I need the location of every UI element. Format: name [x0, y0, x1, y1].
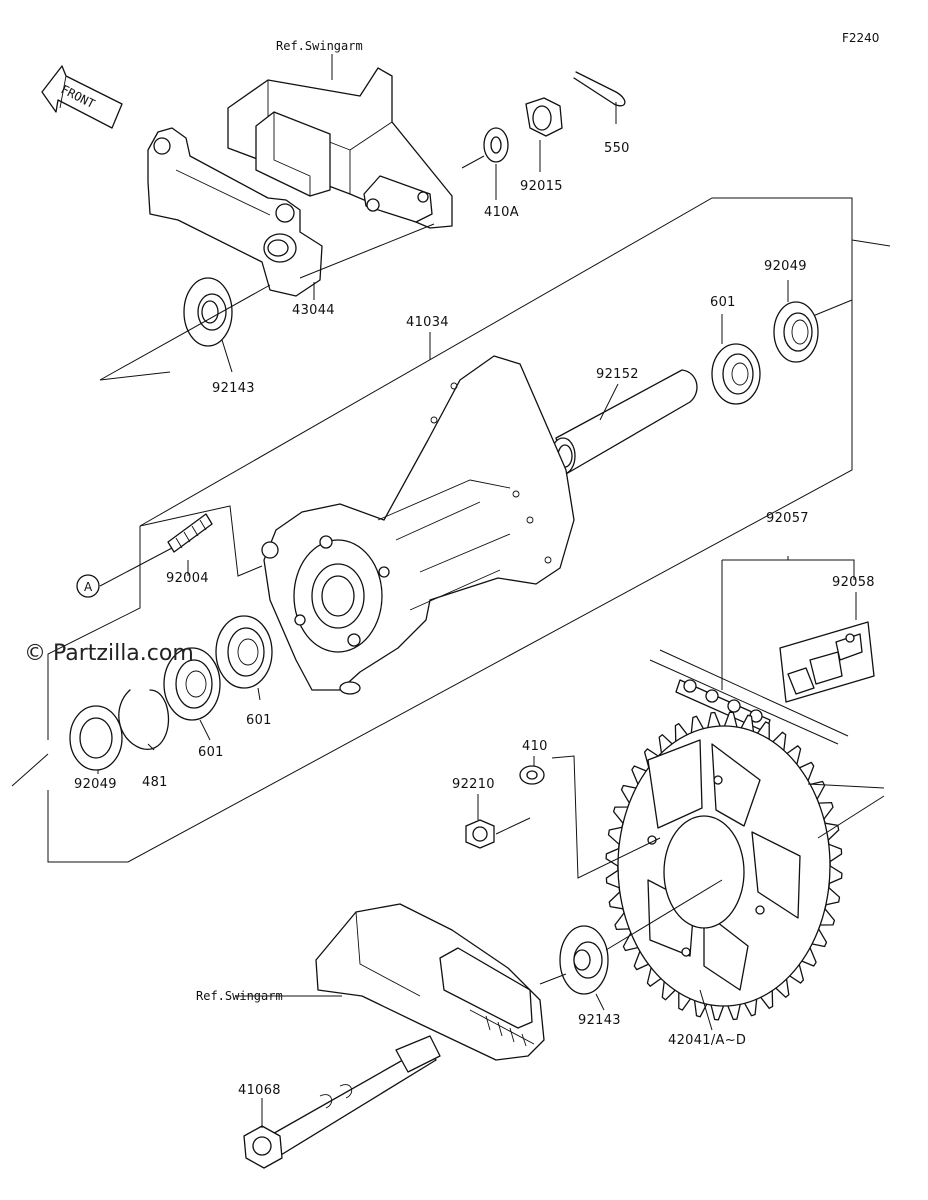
washer-410A — [483, 127, 509, 163]
label-410: 410 — [522, 739, 548, 754]
master-link-92058 — [779, 621, 875, 703]
ref-swingarm-bottom-label: Ref.Swingarm — [196, 989, 283, 1003]
watermark: © Partzilla.com — [24, 641, 194, 666]
ref-swingarm-top-label: Ref.Swingarm — [276, 39, 363, 53]
label-92058: 92058 — [832, 575, 875, 590]
bearing-601-mid — [215, 615, 273, 689]
label-41034: 41034 — [406, 315, 449, 330]
label-601-mid: 601 — [246, 713, 272, 728]
front-arrow-icon: FRONT — [41, 65, 123, 129]
collar-92143-top — [183, 277, 233, 347]
nut-92210 — [465, 819, 495, 849]
nut-92015 — [525, 97, 563, 137]
label-43044: 43044 — [292, 303, 335, 318]
label-92049-top: 92049 — [764, 259, 807, 274]
label-92015: 92015 — [520, 179, 563, 194]
label-92143-bottom: 92143 — [578, 1013, 621, 1028]
label-41068: 41068 — [238, 1083, 281, 1098]
circlip-481 — [118, 689, 170, 751]
seal-92049-top — [773, 301, 819, 363]
label-410A: 410A — [484, 205, 519, 220]
collar-92143-bottom — [559, 925, 609, 995]
seal-92049-bottom — [69, 705, 123, 771]
chain-adjuster-43044 — [147, 127, 323, 297]
label-481: 481 — [142, 775, 168, 790]
label-601-top: 601 — [710, 295, 736, 310]
label-92152: 92152 — [596, 367, 639, 382]
label-92049-bottom: 92049 — [74, 777, 117, 792]
callout-a-left-text: A — [84, 580, 93, 594]
rear-hub-41034 — [261, 355, 575, 695]
swingarm-bottom-illustration — [315, 903, 545, 1061]
callout-a-left: A — [76, 574, 100, 598]
washer-410 — [519, 765, 545, 785]
diagram-code: F2240 — [842, 31, 879, 45]
swingarm-top-illustration — [227, 67, 453, 229]
label-92210: 92210 — [452, 777, 495, 792]
sprocket-42041 — [605, 711, 843, 1021]
label-92057: 92057 — [766, 511, 809, 526]
label-550: 550 — [604, 141, 630, 156]
spacer-tube-92152 — [550, 369, 698, 475]
label-601-low: 601 — [198, 745, 224, 760]
label-92143-top: 92143 — [212, 381, 255, 396]
label-92004: 92004 — [166, 571, 209, 586]
bearing-601-low — [163, 647, 221, 721]
axle-41068 — [243, 1035, 441, 1169]
bearing-601-top — [711, 343, 761, 405]
label-42041: 42041/A~D — [668, 1033, 746, 1048]
cotter-pin-550 — [573, 71, 626, 107]
stud-92004 — [167, 513, 213, 553]
